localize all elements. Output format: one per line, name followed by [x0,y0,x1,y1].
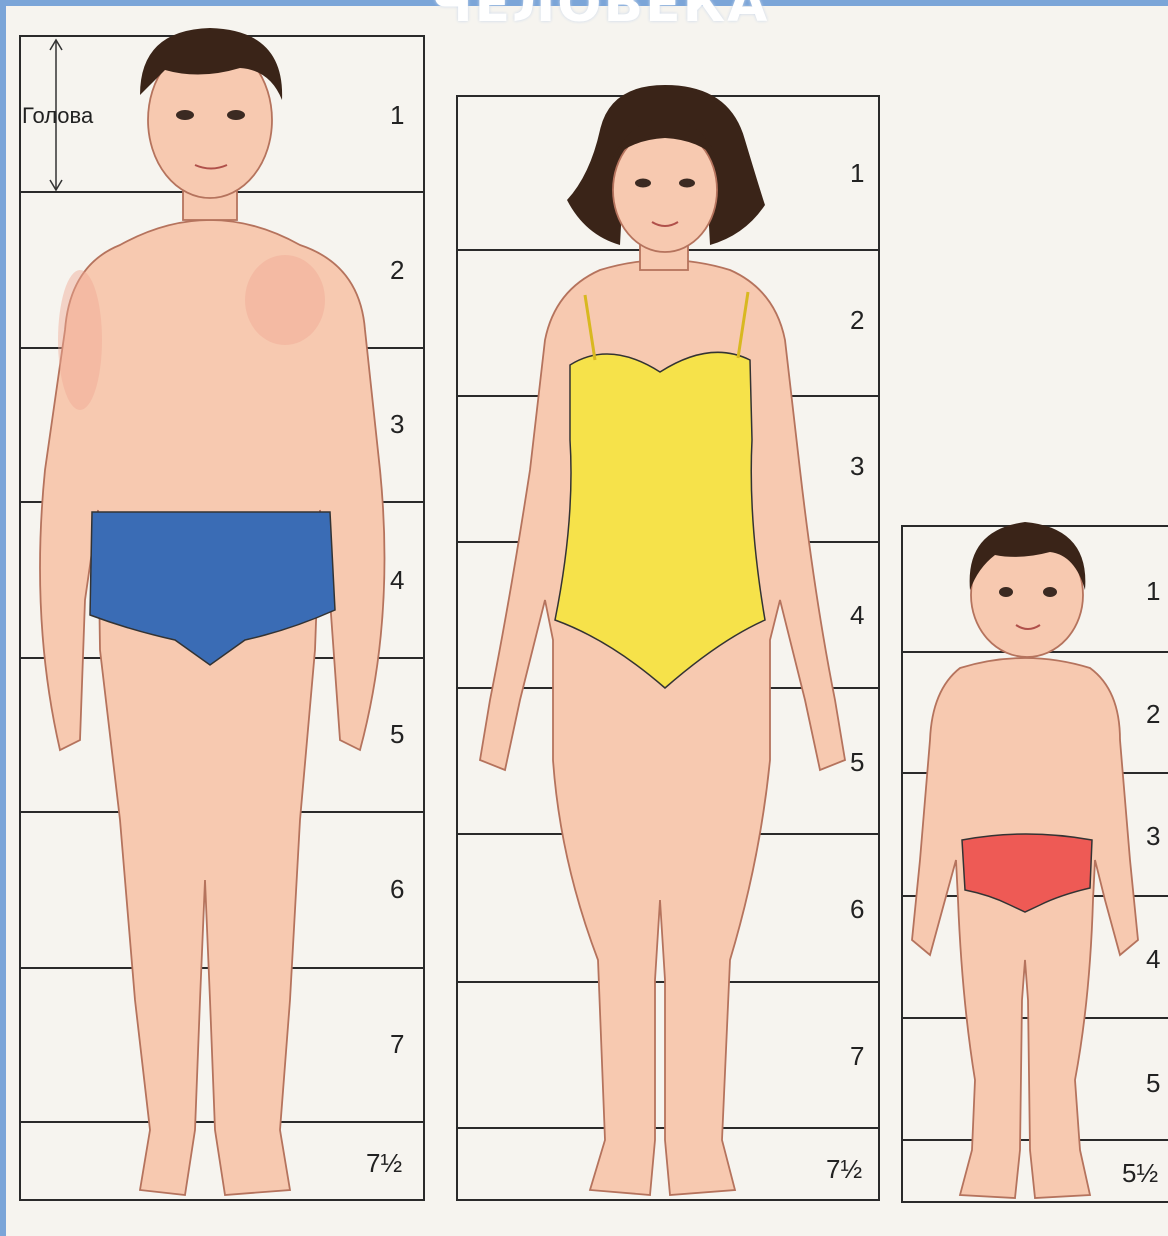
woman-unit-2: 2 [850,305,864,335]
child-left-eye [999,587,1013,597]
child-right-eye [1043,587,1057,597]
woman-unit-7: 7 [850,1041,864,1071]
child-illustration [912,522,1138,1198]
woman-unit-1: 1 [850,158,864,188]
man-unit-6: 6 [390,874,404,904]
woman-unit-7-5: 7½ [826,1154,862,1184]
woman-unit-5: 5 [850,747,864,777]
man-right-eye [227,110,245,120]
child-unit-1: 1 [1146,576,1160,606]
woman-unit-3: 3 [850,451,864,481]
woman-unit-labels: 1 2 3 4 5 6 7 7½ [826,158,864,1184]
man-left-eye [176,110,194,120]
man-unit-5: 5 [390,719,404,749]
head-label: Голова [22,103,94,128]
man-unit-3: 3 [390,409,404,439]
child-unit-4: 4 [1146,944,1160,974]
woman-right-eye [679,179,695,188]
child-unit-2: 2 [1146,699,1160,729]
woman-illustration [480,85,845,1195]
woman-unit-4: 4 [850,600,864,630]
man-figure-group: Голова 1 2 3 4 5 6 7 7½ [20,28,424,1200]
woman-figure-group: 1 2 3 4 5 6 7 7½ [457,85,879,1200]
man-arm-shade [58,270,102,410]
child-unit-3: 3 [1146,821,1160,851]
child-body [912,658,1138,1198]
woman-unit-6: 6 [850,894,864,924]
man-unit-4: 4 [390,565,404,595]
man-unit-7: 7 [390,1029,404,1059]
man-illustration [40,28,385,1195]
child-figure-group: 1 2 3 4 5 5½ [902,522,1168,1202]
man-unit-7-5: 7½ [366,1148,402,1178]
woman-left-eye [635,179,651,188]
man-unit-1: 1 [390,100,404,130]
man-chest-shade [245,255,325,345]
man-unit-2: 2 [390,255,404,285]
child-unit-5: 5 [1146,1068,1160,1098]
child-unit-5-5: 5½ [1122,1158,1158,1188]
